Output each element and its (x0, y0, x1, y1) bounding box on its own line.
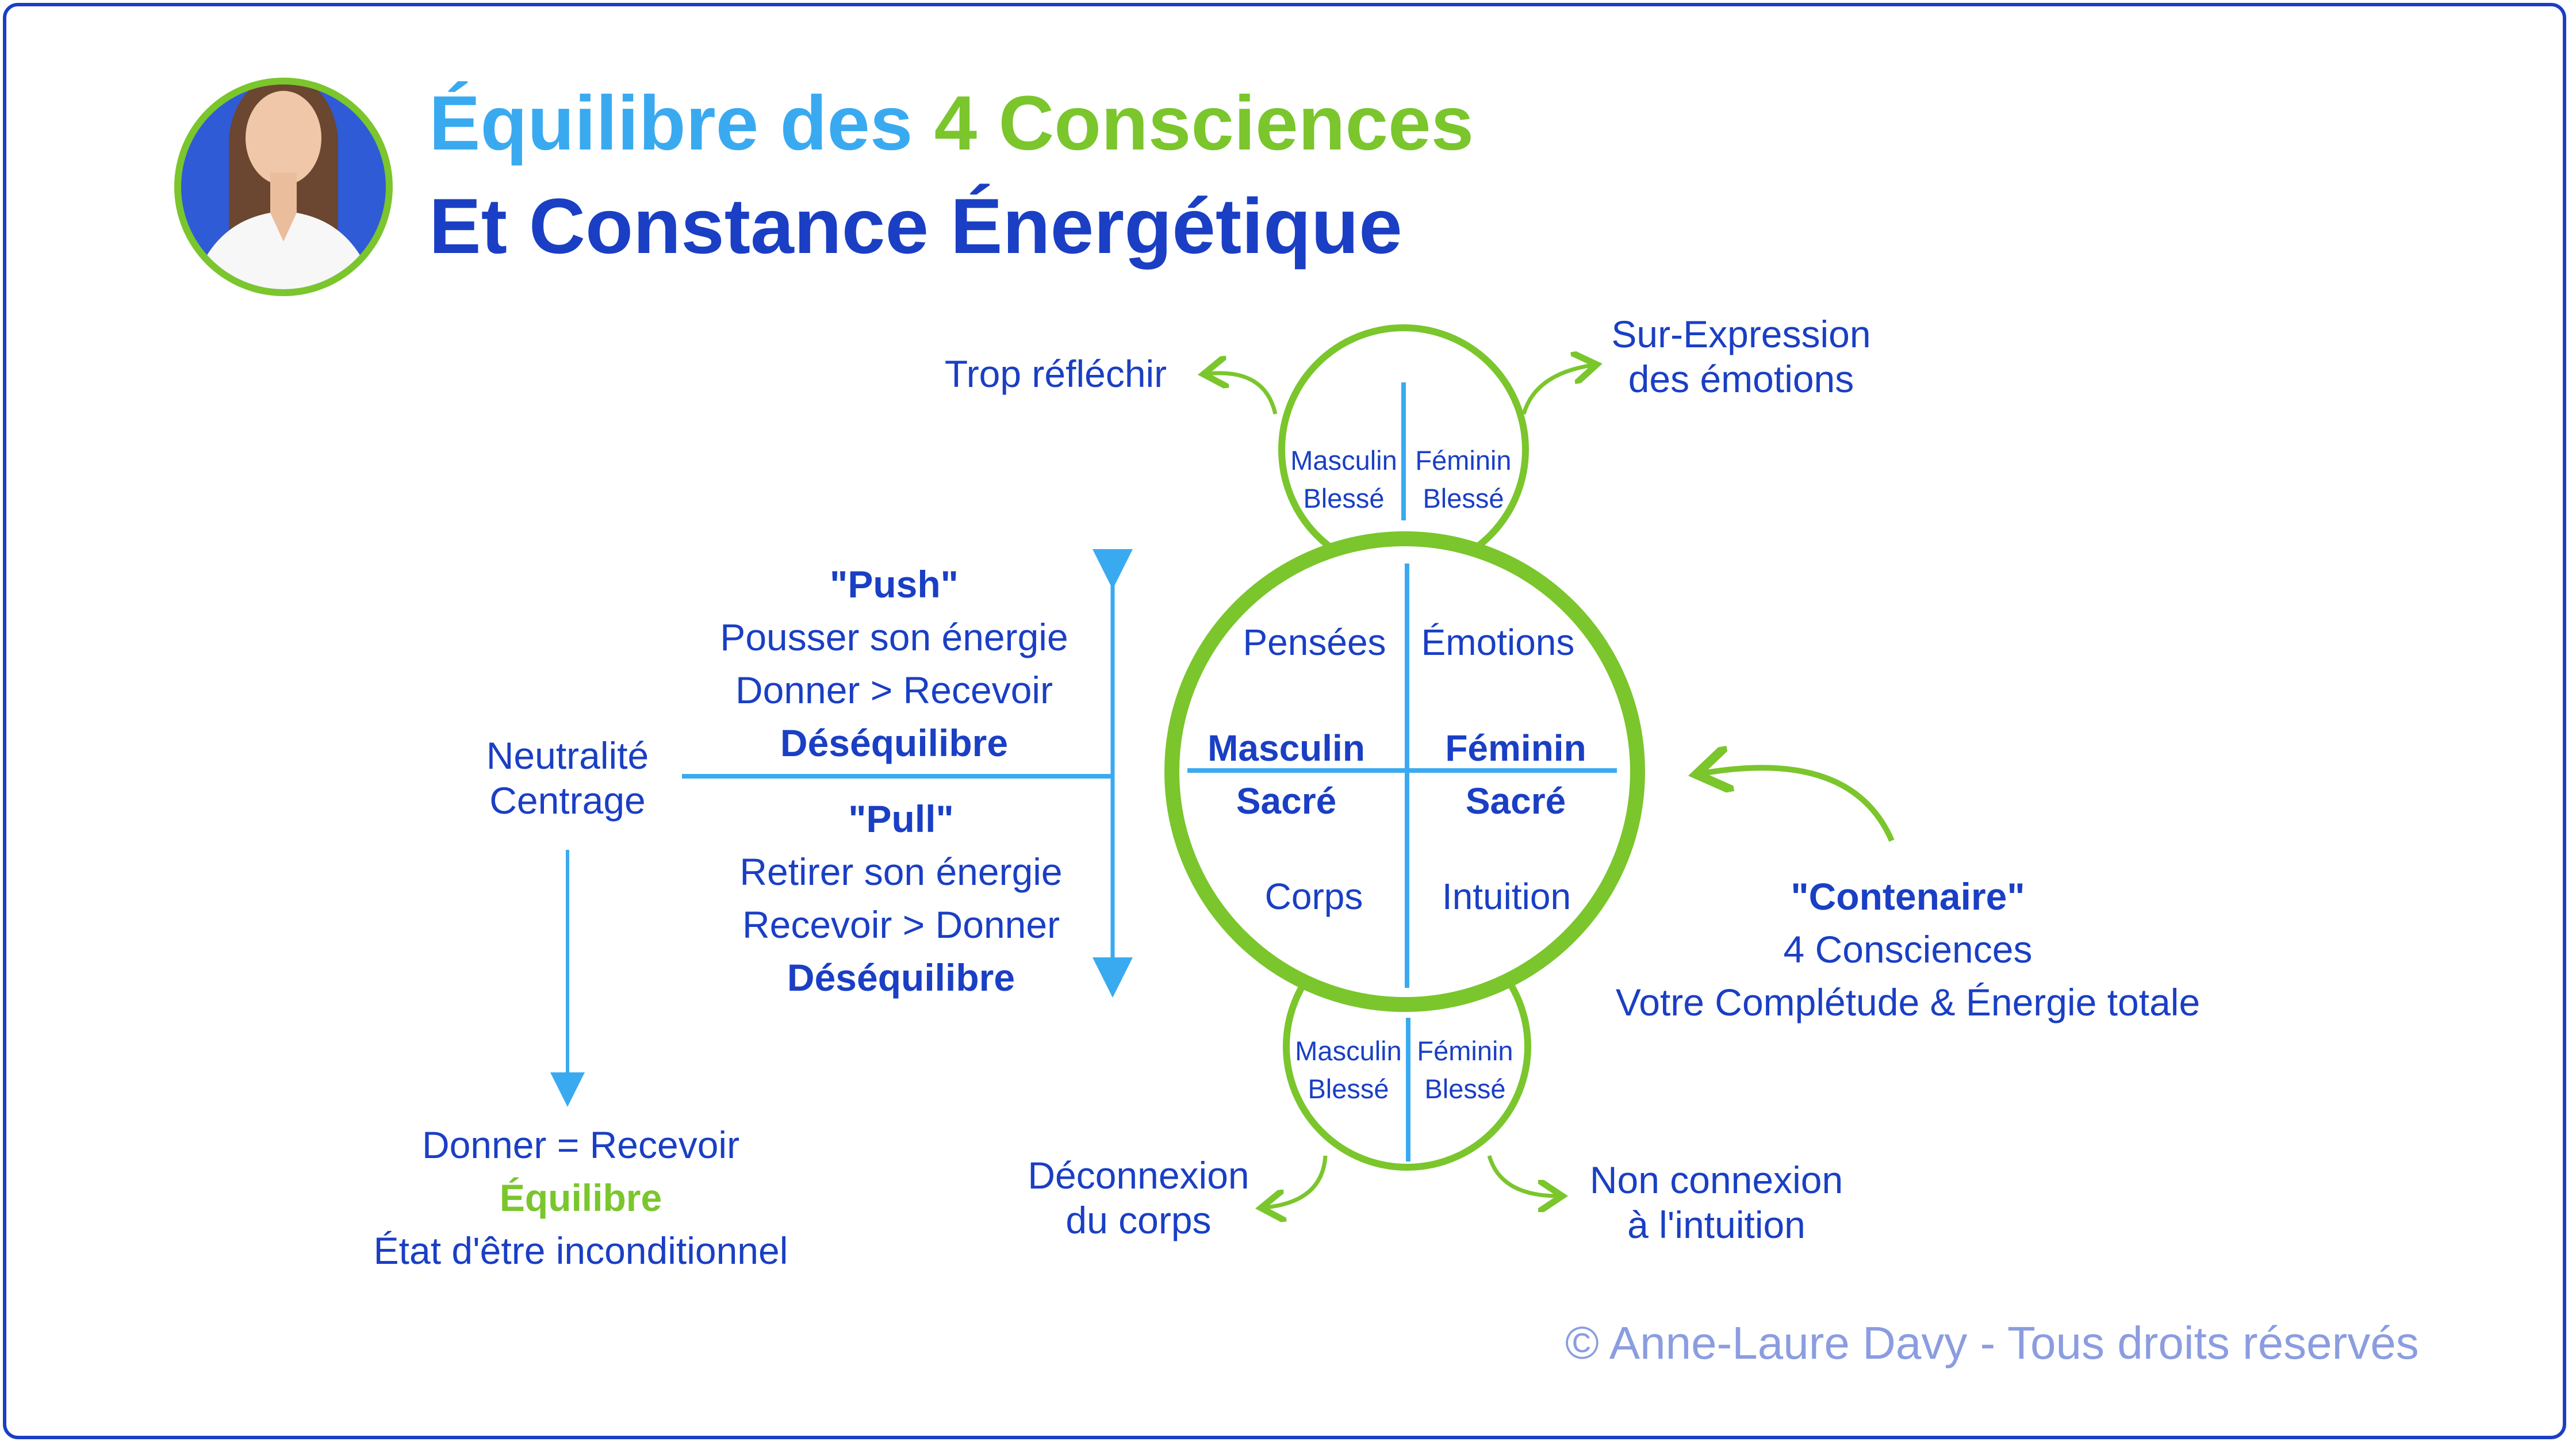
arrow-contenaire (1702, 768, 1895, 842)
feminin-sacre-line1: Féminin (1445, 727, 1586, 769)
bottom-left-line1: Masculin (1295, 1036, 1402, 1066)
bottom-right-label: Féminin Blessé (1417, 1032, 1513, 1108)
bottom-right-line1: Féminin (1417, 1036, 1513, 1066)
arrow-sur-expression (1521, 365, 1593, 415)
title-line2: Et Constance Énergétique (429, 182, 1402, 270)
push-state: Déséquilibre (780, 722, 1009, 764)
label-masculin-sacre: Masculin Sacré (1208, 722, 1365, 827)
top-right-line2: Blessé (1423, 483, 1504, 513)
label-emotions: Émotions (1421, 622, 1575, 663)
title-part2: 4 Consciences (934, 80, 1474, 166)
label-sur-expression: Sur-Expression des émotions (1611, 312, 1870, 401)
avatar (174, 78, 393, 296)
deconnexion-line1: Déconnexion (1028, 1154, 1249, 1197)
non-connexion-line1: Non connexion (1589, 1159, 1843, 1201)
non-connexion-line2: à l'intuition (1627, 1203, 1805, 1246)
neutral-line2: Centrage (489, 779, 646, 822)
masculin-sacre-line1: Masculin (1208, 727, 1365, 769)
label-non-connexion: Non connexion à l'intuition (1590, 1157, 1843, 1247)
label-pensees: Pensées (1243, 622, 1386, 663)
deconnexion-line2: du corps (1065, 1199, 1212, 1241)
push-title: "Push" (830, 563, 959, 605)
title-part1: Équilibre des (429, 80, 934, 166)
top-left-label: Masculin Blessé (1290, 442, 1397, 518)
pull-state: Déséquilibre (787, 956, 1015, 999)
sur-expression-line2: des émotions (1628, 358, 1854, 400)
pull-line2: Recevoir > Donner (742, 903, 1060, 946)
arrow-non-connexion (1487, 1155, 1558, 1196)
label-deconnexion: Déconnexion du corps (1028, 1153, 1249, 1243)
label-intuition: Intuition (1442, 876, 1571, 917)
portrait-photo-icon (190, 85, 377, 289)
pull-title: "Pull" (848, 798, 954, 840)
push-line2: Donner > Recevoir (735, 669, 1053, 711)
balance-block: Donner = Recevoir Équilibre État d'être … (374, 1118, 788, 1277)
container-line2: Votre Complétude & Énergie totale (1615, 981, 2201, 1023)
masculin-sacre-line2: Sacré (1236, 780, 1337, 822)
neutral-label: Neutralité Centrage (486, 733, 649, 823)
balance-state: Équilibre (499, 1176, 662, 1219)
container-block: "Contenaire" 4 Consciences Votre Complét… (1616, 870, 2200, 1029)
bottom-left-line2: Blessé (1308, 1074, 1389, 1104)
bottom-left-label: Masculin Blessé (1295, 1032, 1401, 1108)
container-line1: 4 Consciences (1783, 928, 2033, 971)
top-left-line2: Blessé (1303, 483, 1385, 513)
title-line1: Équilibre des 4 Consciences (429, 79, 1474, 167)
top-left-line1: Masculin (1290, 445, 1397, 476)
neutral-line1: Neutralité (486, 734, 649, 777)
container-title: "Contenaire" (1791, 875, 2025, 918)
label-corps: Corps (1264, 876, 1363, 917)
arrow-deconnexion (1265, 1155, 1328, 1208)
top-right-label: Féminin Blessé (1415, 442, 1511, 518)
pull-line1: Retirer son énergie (739, 850, 1063, 893)
main-container-circle (1164, 531, 1645, 1012)
top-right-line1: Féminin (1415, 445, 1512, 476)
border-frame (3, 3, 2566, 1439)
copyright: © Anne-Laure Davy - Tous droits réservés (1565, 1317, 2419, 1368)
label-trop-reflechir: Trop réfléchir (944, 352, 1167, 395)
push-block: "Push" Pousser son énergie Donner > Rece… (720, 558, 1068, 769)
sur-expression-line1: Sur-Expression (1611, 313, 1871, 355)
push-line1: Pousser son énergie (720, 616, 1068, 658)
arrow-trop-reflechir (1208, 373, 1278, 415)
label-feminin-sacre: Féminin Sacré (1445, 722, 1586, 827)
balance-line1: Donner = Recevoir (421, 1124, 740, 1166)
feminin-sacre-line2: Sacré (1465, 780, 1566, 822)
bottom-right-line2: Blessé (1424, 1074, 1506, 1104)
balance-line2: État d'être inconditionnel (373, 1229, 788, 1272)
pull-block: "Pull" Retirer son énergie Recevoir > Do… (739, 792, 1062, 1004)
